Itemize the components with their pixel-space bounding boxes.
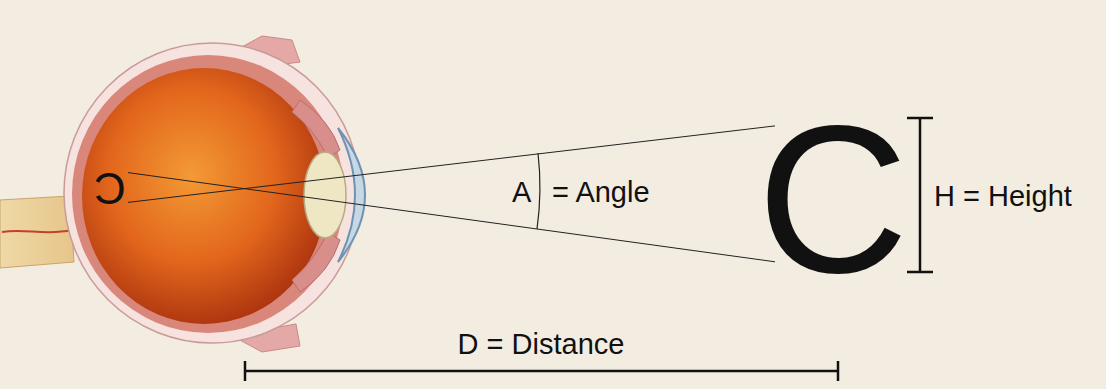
ciliary-body: [292, 100, 340, 158]
retinal-image: C: [94, 166, 126, 210]
ciliary-body: [292, 232, 340, 292]
height-label: H = Height: [934, 182, 1072, 211]
distance-bracket: [245, 370, 838, 373]
target-letter: C: [757, 95, 909, 305]
height-bracket: [919, 118, 922, 272]
blood-vessel: [2, 230, 72, 232]
angle-label: = Angle: [552, 178, 650, 207]
height-bracket: [907, 117, 933, 120]
cornea: [338, 128, 365, 262]
light-ray: [128, 126, 775, 202]
height-bracket: [907, 271, 933, 274]
light-ray: [128, 173, 775, 262]
choroid: [72, 55, 344, 333]
angle-symbol: A: [512, 178, 531, 207]
distance-bracket: [837, 361, 840, 381]
lens: [304, 152, 346, 238]
distance-label: D = Distance: [458, 330, 625, 359]
distance-bracket: [244, 361, 247, 381]
vitreous-body: [82, 68, 326, 324]
sclera: [64, 43, 360, 343]
angle-arc: [537, 153, 540, 229]
optic-nerve: [0, 196, 74, 268]
